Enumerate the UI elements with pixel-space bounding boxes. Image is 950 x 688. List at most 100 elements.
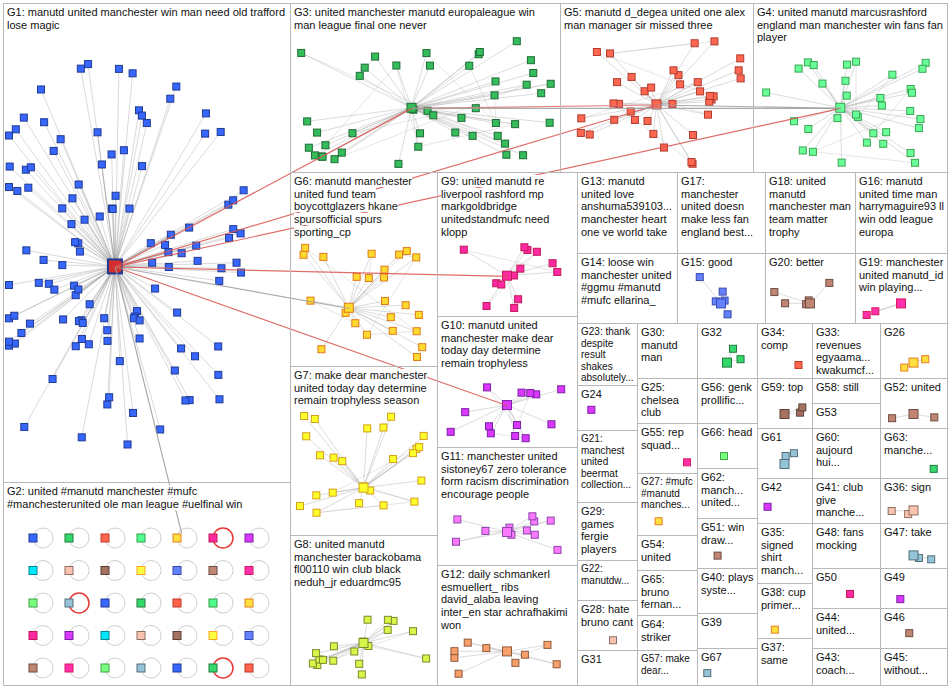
group-box: G20: better xyxy=(765,253,856,324)
vertex-icon xyxy=(503,527,512,536)
vertex-icon xyxy=(194,257,201,264)
vertex-edge xyxy=(398,108,411,164)
vertex-icon xyxy=(521,244,528,251)
vertex-icon xyxy=(359,639,368,648)
vertex-icon xyxy=(240,187,247,194)
vertex-icon xyxy=(364,616,371,623)
vertex-edge xyxy=(657,104,692,162)
vertex-icon xyxy=(124,441,131,448)
vertex-icon xyxy=(588,406,595,413)
vertex-edge xyxy=(364,417,392,488)
vertex-icon xyxy=(85,341,92,348)
group-label: G28: hate bruno cant xyxy=(581,603,633,628)
vertex-icon xyxy=(503,647,512,656)
vertex-icon xyxy=(522,435,529,442)
group-box: G35: signed shirt manch... xyxy=(757,523,813,584)
vertex-icon xyxy=(173,567,181,575)
group-box: G56: genk prollific... xyxy=(697,378,758,424)
vertex-icon xyxy=(670,67,677,74)
vertex-icon xyxy=(503,151,510,158)
vertex-icon xyxy=(520,152,527,159)
vertex-icon xyxy=(21,423,28,430)
vertex-icon xyxy=(245,632,253,640)
vertex-icon xyxy=(178,345,185,352)
vertex-icon xyxy=(531,531,538,538)
vertex-icon xyxy=(380,502,387,509)
vertex-icon xyxy=(94,129,101,136)
vertex-icon xyxy=(209,664,217,672)
vertex-icon xyxy=(912,159,919,166)
vertex-icon xyxy=(578,115,585,122)
group-label: G7: make dear manchester united today da… xyxy=(294,369,427,406)
vertex-icon xyxy=(395,160,402,167)
group-label: G10: manutd united manchester make dear … xyxy=(441,319,554,369)
vertex-icon xyxy=(644,117,651,124)
vertex-icon xyxy=(415,311,422,318)
vertex-icon xyxy=(883,129,890,136)
vertex-edge xyxy=(300,488,364,506)
vertex-icon xyxy=(547,517,554,524)
group-label: G24 xyxy=(581,388,602,400)
vertex-icon xyxy=(414,353,421,360)
vertex-icon xyxy=(72,239,79,246)
vertex-icon xyxy=(165,264,172,271)
group-label: G43: coach... xyxy=(816,651,855,676)
vertex-edge xyxy=(115,266,133,413)
group-label: G60: aujourd hui... xyxy=(816,431,853,468)
vertex-icon xyxy=(548,421,555,428)
vertex-icon xyxy=(380,424,387,431)
vertex-icon xyxy=(351,648,358,655)
vertex-icon xyxy=(476,49,483,56)
vertex-icon xyxy=(483,645,490,652)
vertex-icon xyxy=(799,404,806,411)
group-label: G17: manchester united doesn make less f… xyxy=(681,175,753,238)
group-label: G41: club give manche... xyxy=(816,481,864,518)
vertex-icon xyxy=(684,459,691,466)
group-box: G57: make dear... xyxy=(637,650,698,686)
group-box: G66: head xyxy=(697,423,758,469)
group-label: G45: without... xyxy=(884,651,928,676)
vertex-icon xyxy=(108,205,115,212)
vertex-icon xyxy=(339,458,346,465)
group-box: G25: chelsea club xyxy=(637,378,698,424)
group-label: G6: manutd manchester united fund team b… xyxy=(294,175,412,238)
vertex-edge xyxy=(451,405,507,432)
vertex-edge xyxy=(79,266,115,321)
group-box: G64: striker xyxy=(637,615,698,651)
vertex-icon xyxy=(101,534,109,542)
vertex-icon xyxy=(318,346,325,353)
vertex-icon xyxy=(29,567,37,575)
vertex-edge xyxy=(657,104,664,147)
vertex-icon xyxy=(530,70,537,77)
vertex-edge xyxy=(396,65,418,146)
group-box: G13: manutd united love anshuma539103...… xyxy=(577,172,678,254)
vertex-icon xyxy=(20,114,27,121)
vertex-icon xyxy=(512,659,519,666)
vertex-icon xyxy=(907,149,914,156)
vertex-icon xyxy=(466,62,473,69)
vertex-edge xyxy=(115,266,220,399)
vertex-edge xyxy=(115,229,233,266)
vertex-icon xyxy=(40,256,47,263)
vertex-icon xyxy=(112,192,119,199)
vertex-icon xyxy=(795,361,802,368)
vertex-icon xyxy=(558,386,565,393)
group-box: G40: plays syste... xyxy=(697,568,758,614)
vertex-icon xyxy=(245,664,253,672)
vertex-icon xyxy=(577,129,584,136)
group-box: G9: united manutd re liverpool rashford … xyxy=(437,172,578,317)
vertex-edge xyxy=(304,255,349,308)
vertex-edge xyxy=(657,104,693,163)
vertex-icon xyxy=(78,434,85,441)
vertex-icon xyxy=(27,164,34,171)
vertex-icon xyxy=(711,38,718,45)
vertex-edge xyxy=(115,69,119,267)
vertex-icon xyxy=(202,110,209,117)
vertex-icon xyxy=(209,567,217,575)
vertex-icon xyxy=(59,262,66,269)
vertex-icon xyxy=(353,273,360,280)
group-box: G14: loose win manchester united #ggmu #… xyxy=(577,253,678,324)
vertex-icon xyxy=(209,534,217,542)
vertex-edge xyxy=(840,93,912,108)
vertex-icon xyxy=(215,343,222,350)
